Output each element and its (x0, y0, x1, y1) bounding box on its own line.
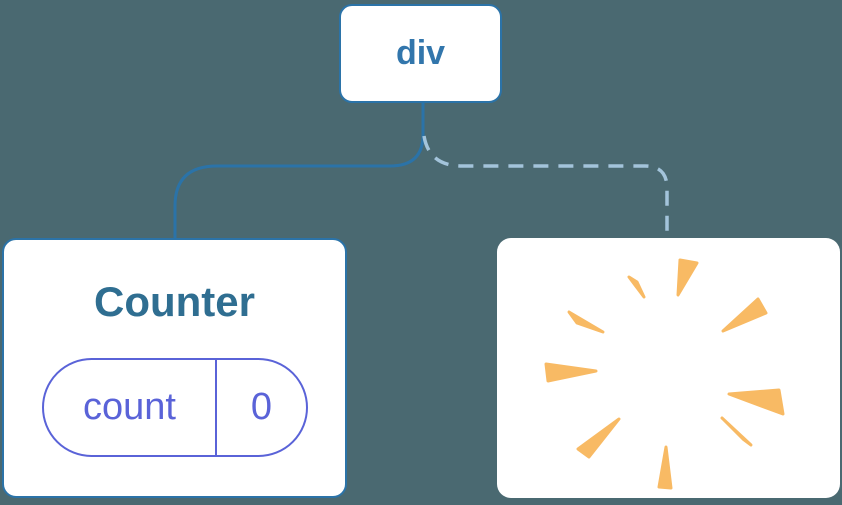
poof-ray (576, 417, 621, 459)
poof-burst-icon (544, 258, 785, 490)
dom-node-div: div (339, 4, 502, 103)
poof-ray (567, 310, 605, 334)
poof-ray (721, 297, 768, 333)
poof-ray (727, 388, 785, 416)
state-pill: count 0 (42, 358, 308, 457)
component-title: Counter (94, 278, 255, 325)
poof-ray (720, 416, 753, 447)
poof-ray (676, 258, 699, 297)
poof-ray (627, 275, 646, 299)
removed-node-card (497, 238, 840, 498)
component-card-counter: Counter count 0 (2, 238, 347, 498)
connector-solid (173, 101, 425, 241)
poof-ray (544, 362, 598, 383)
state-key: count (44, 360, 217, 455)
dom-node-label: div (395, 34, 446, 72)
connector-dashed (422, 135, 669, 239)
state-value: 0 (250, 386, 273, 428)
poof-ray (657, 445, 673, 490)
